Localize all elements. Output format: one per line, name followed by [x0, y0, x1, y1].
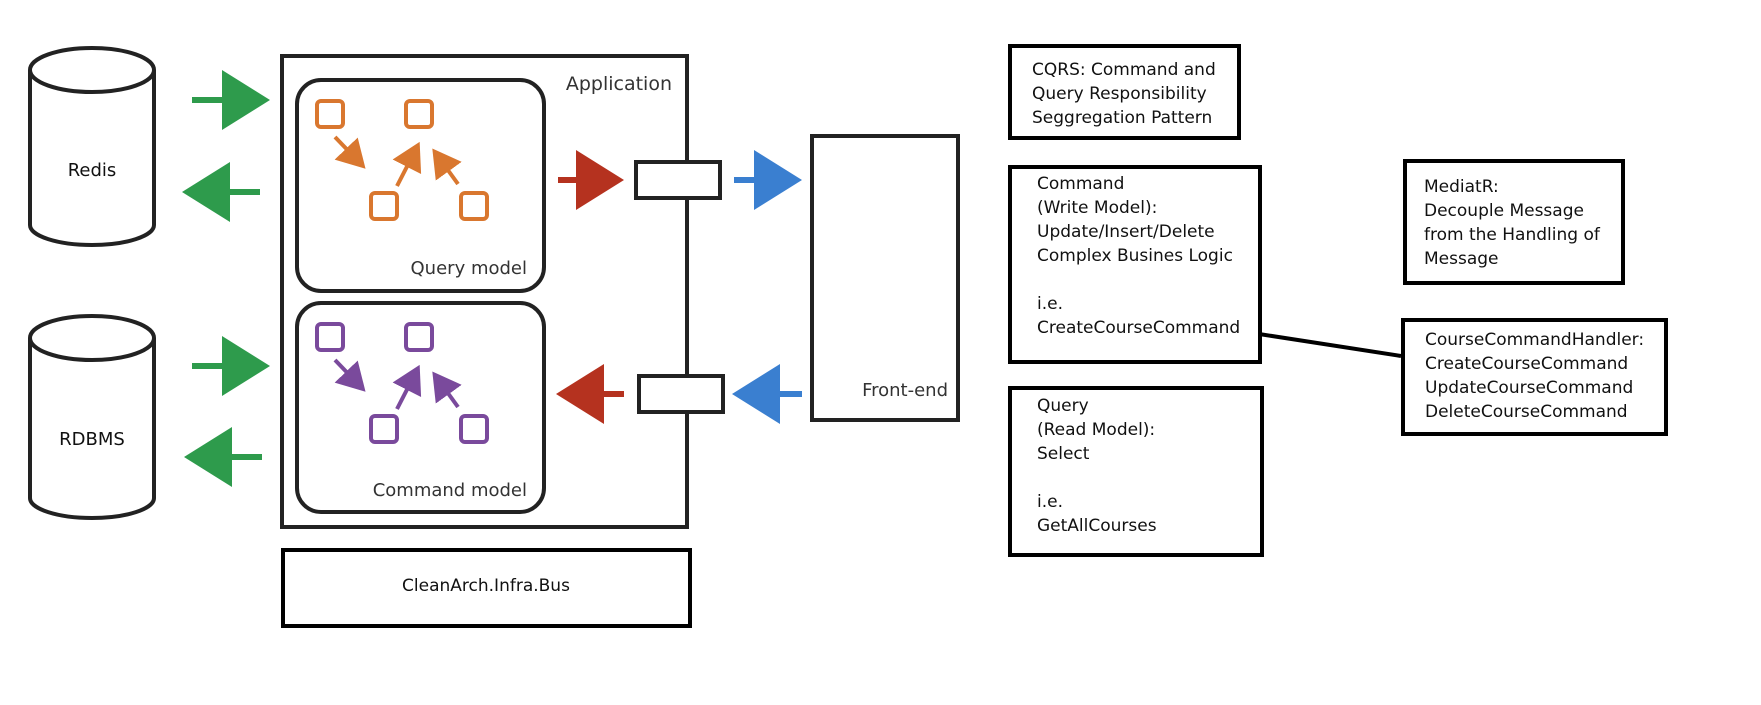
command-node: [404, 322, 434, 352]
command-node: [459, 414, 489, 444]
command-note: Command (Write Model): Update/Insert/Del…: [1008, 165, 1262, 364]
command-node: [315, 322, 345, 352]
mediatr-note-line: from the Handling of: [1424, 225, 1600, 245]
query-node: [404, 99, 434, 129]
bus-label: CleanArch.Infra.Bus: [402, 576, 570, 596]
query-note-line: (Read Model):: [1037, 420, 1156, 440]
front-end: Front-end: [810, 134, 960, 422]
mediatr-note-line: Decouple Message: [1424, 201, 1584, 221]
command-note-line: CreateCourseCommand: [1037, 318, 1241, 338]
redis-label: Redis: [68, 160, 117, 181]
redis-database: Redis: [28, 46, 156, 247]
query-node: [459, 191, 489, 221]
command-node: [369, 414, 399, 444]
cqrs-note-line: CQRS: Command and: [1032, 60, 1216, 80]
query-note: Query (Read Model): Select i.e. GetAllCo…: [1008, 386, 1264, 557]
query-note-line: i.e.: [1037, 492, 1063, 512]
command-note-line: Complex Busines Logic: [1037, 246, 1233, 266]
command-note-line: (Write Model):: [1037, 198, 1158, 218]
query-model-label: Query model: [411, 258, 527, 279]
query-note-line: Select: [1037, 444, 1090, 464]
command-port: [637, 374, 725, 414]
handler-note-line: CreateCourseCommand: [1425, 354, 1629, 374]
command-note-line: [1037, 268, 1258, 292]
handler-note: CourseCommandHandler: CreateCourseComman…: [1401, 318, 1668, 436]
query-note-line: [1037, 466, 1260, 490]
query-node: [315, 99, 345, 129]
mediatr-note-line: Message: [1424, 249, 1499, 269]
connector-command-to-handler: [1258, 332, 1402, 358]
cqrs-note-line: Query Responsibility: [1032, 84, 1207, 104]
front-end-label: Front-end: [862, 380, 948, 401]
command-model-label: Command model: [373, 480, 527, 501]
application-label: Application: [566, 73, 672, 95]
handler-note-line: CourseCommandHandler:: [1425, 330, 1645, 350]
command-note-line: Command: [1037, 174, 1125, 194]
mediatr-note: MediatR: Decouple Message from the Handl…: [1403, 159, 1625, 285]
mediatr-note-line: MediatR:: [1424, 177, 1499, 197]
rdbms-database: RDBMS: [28, 314, 156, 520]
query-port: [634, 160, 722, 200]
bus-box: CleanArch.Infra.Bus: [281, 548, 692, 628]
handler-note-line: DeleteCourseCommand: [1425, 402, 1628, 422]
handler-note-line: UpdateCourseCommand: [1425, 378, 1634, 398]
query-node: [369, 191, 399, 221]
command-note-line: i.e.: [1037, 294, 1063, 314]
command-model: Command model: [295, 301, 546, 514]
rdbms-label: RDBMS: [59, 429, 125, 450]
query-note-line: GetAllCourses: [1037, 516, 1157, 536]
cqrs-note: CQRS: Command and Query Responsibility S…: [1008, 44, 1241, 140]
cqrs-note-line: Seggregation Pattern: [1032, 108, 1213, 128]
query-note-line: Query: [1037, 396, 1089, 416]
command-note-line: Update/Insert/Delete: [1037, 222, 1215, 242]
query-model: Query model: [295, 78, 546, 293]
